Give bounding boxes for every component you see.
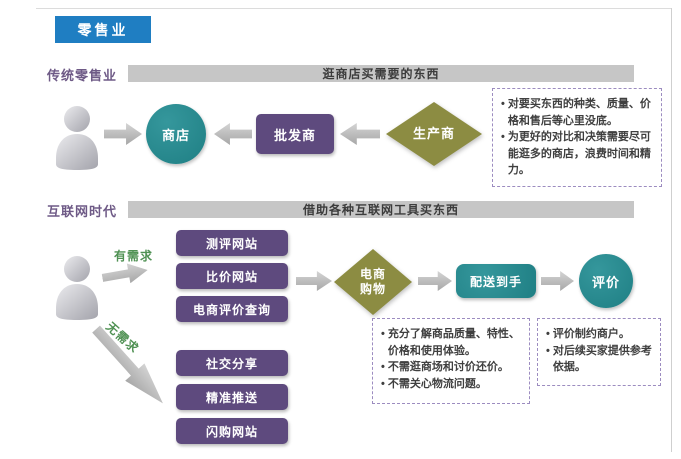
- arrow-delivery-to-review: [541, 271, 574, 291]
- traditional-pain-points-box: 对要买东西的种类、质量、价格和售后等心里没底。 为更好的对比和决策需要尽可能逛多…: [492, 88, 662, 187]
- page-border-top: [36, 8, 672, 9]
- note-item: 为更好的对比和决策需要尽可能逛多的商店，浪费时间和精力。: [501, 129, 653, 179]
- shopper-icon: [52, 102, 102, 172]
- note-item: 对后续买家提供参考依据。: [546, 343, 652, 376]
- arrow-person-to-store: [104, 123, 142, 145]
- note-text: 充分了解商品质量、特性、价格和使用体验。: [387, 328, 520, 357]
- review-node: 评价: [579, 254, 633, 308]
- arrow-has-demand: [101, 260, 150, 288]
- note-text: 对后续买家提供参考依据。: [552, 344, 652, 374]
- delivery-node: 配送到手: [456, 264, 536, 298]
- review-value-box: 评价制约商户。 对后续买家提供参考依据。: [537, 318, 661, 386]
- arrow-shopping-to-delivery: [418, 271, 452, 291]
- arrow-wholesaler-to-store: [214, 123, 252, 145]
- discovery-site-flash-sale: 闪购网站: [176, 418, 288, 444]
- section-banner-traditional: 逛商店买需要的东西: [128, 65, 634, 82]
- discovery-site-push: 精准推送: [176, 384, 288, 410]
- person-icon: [56, 106, 98, 170]
- note-item: 不需关心物流问题。: [381, 376, 521, 393]
- note-text: 不需关心物流问题。: [387, 377, 487, 390]
- discovery-site-social: 社交分享: [176, 350, 288, 376]
- title-badge: 零售业: [55, 16, 151, 43]
- demand-site-review: 测评网站: [176, 230, 288, 256]
- shopping-line2: 购物: [359, 282, 386, 296]
- note-text: 对要买东西的种类、质量、价格和售后等心里没底。: [507, 98, 651, 127]
- page-border-right: [671, 8, 672, 452]
- note-item: 不需逛商场和讨价还价。: [381, 359, 521, 376]
- wholesaler-node: 批发商: [256, 114, 334, 154]
- note-item: 对要买东西的种类、质量、价格和售后等心里没底。: [501, 96, 653, 129]
- note-text: 评价制约商户。: [552, 328, 630, 340]
- note-text: 为更好的对比和决策需要尽可能逛多的商店，浪费时间和精力。: [507, 131, 651, 176]
- has-demand-label: 有需求: [114, 249, 154, 263]
- shopping-line1: 电商: [359, 267, 386, 281]
- ecommerce-shopping-node: 电商 购物: [334, 249, 412, 315]
- internet-benefits-box: 充分了解商品质量、特性、价格和使用体验。 不需逛商场和讨价还价。 不需关心物流问…: [372, 318, 530, 404]
- section-label-traditional: 传统零售业: [47, 68, 118, 83]
- store-node: 商店: [146, 104, 206, 164]
- demand-site-ecommerce-reviews: 电商评价查询: [176, 296, 288, 322]
- producer-node: 生产商: [386, 102, 482, 166]
- arrow-sites-to-shopping: [296, 271, 332, 291]
- person-icon: [56, 256, 98, 320]
- producer-label: 生产商: [386, 102, 482, 166]
- note-text: 不需逛商场和讨价还价。: [387, 361, 509, 373]
- note-item: 评价制约商户。: [546, 326, 652, 343]
- shopper-icon: [52, 252, 102, 322]
- demand-site-price-compare: 比价网站: [176, 263, 288, 289]
- section-banner-internet: 借助各种互联网工具买东西: [128, 201, 634, 218]
- arrow-producer-to-wholesaler: [340, 123, 380, 145]
- ecommerce-shopping-label: 电商 购物: [334, 249, 412, 315]
- note-item: 充分了解商品质量、特性、价格和使用体验。: [381, 326, 521, 359]
- section-label-internet: 互联网时代: [47, 204, 118, 219]
